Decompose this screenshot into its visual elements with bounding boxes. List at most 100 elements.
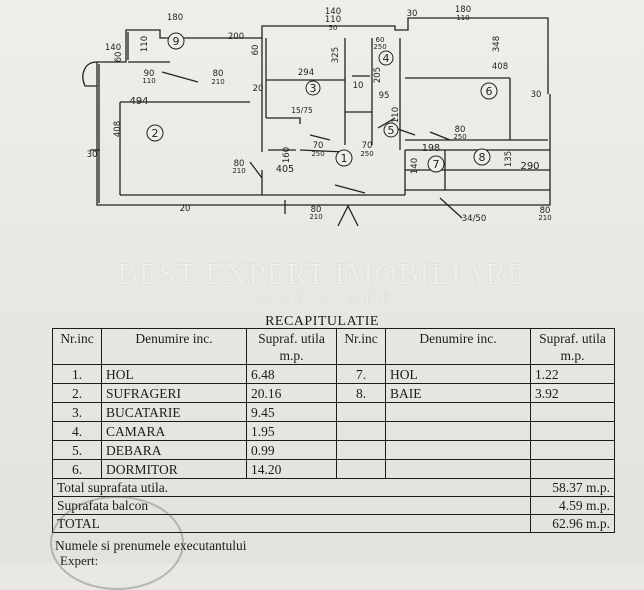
dimension-label: 110 — [325, 15, 341, 25]
table-cell: HOL — [385, 364, 531, 384]
dimension-label: 210 — [309, 213, 322, 221]
dimension-label: 20 — [253, 84, 264, 94]
dimension-label: 30 — [407, 9, 418, 19]
table-cell — [530, 459, 615, 479]
dimension-label: 30 — [531, 90, 542, 100]
table-cell: BAIE — [385, 383, 531, 403]
header-cell: Nr.inc — [52, 328, 102, 365]
dimension-label: 250 — [453, 133, 466, 141]
room-marker — [146, 124, 164, 142]
dimension-label: 90 — [144, 69, 155, 79]
total-value: 58.37 m.p. — [530, 478, 615, 497]
room-number: 8 — [479, 151, 486, 164]
dimension-label: 80 — [213, 69, 224, 79]
table-cell — [385, 459, 531, 479]
table-cell: SUFRAGERI — [101, 383, 247, 403]
dimension-label: 210 — [211, 78, 224, 86]
dimension-label: 60 — [376, 36, 385, 44]
room-number: 5 — [388, 124, 395, 137]
header-cell: Supraf. utila m.p. — [530, 328, 615, 365]
dimension-label: 30 — [87, 150, 98, 160]
table-cell: 3.92 — [530, 383, 615, 403]
dimension-label: 135 — [504, 151, 514, 167]
recap-table: Nr.inc Denumire inc. Supraf. utila m.p. … — [52, 328, 615, 533]
total-value: 62.96 m.p. — [530, 514, 615, 533]
table-cell: 5. — [52, 440, 102, 460]
dimension-label: 494 — [129, 96, 148, 107]
dimension-label: 60 — [251, 45, 261, 56]
dimension-label: 95 — [379, 91, 390, 101]
header-cell: Denumire inc. — [385, 328, 531, 365]
dimension-label: 140 — [105, 43, 121, 53]
table-cell: 1. — [52, 364, 102, 384]
table-cell: 0.99 — [246, 440, 337, 460]
dimension-label: 180 — [167, 13, 183, 23]
recap-title: RECAPITULATIE — [265, 314, 379, 329]
table-cell: 6. — [52, 459, 102, 479]
dimension-label: 250 — [373, 43, 386, 51]
room-marker — [383, 122, 399, 138]
header-cell: Supraf. utila m.p. — [246, 328, 337, 365]
table-cell: CAMARA — [101, 421, 247, 441]
dimension-label: 10 — [353, 81, 364, 91]
table-header-row: Nr.inc Denumire inc. Supraf. utila m.p. … — [52, 328, 615, 365]
dimension-label: 205 — [373, 67, 383, 83]
dimension-label: 80 — [234, 159, 245, 169]
dimension-label: 140 — [325, 7, 341, 17]
room-number: 2 — [152, 127, 159, 140]
dimension-label: 200 — [228, 32, 244, 42]
dimension-label: 325 — [331, 47, 341, 63]
table-cell — [530, 402, 615, 422]
dimension-label: 50 — [329, 24, 338, 32]
dimension-label: 110 — [140, 36, 150, 52]
dimension-label: 110 — [391, 107, 401, 123]
table-cell — [530, 440, 615, 460]
dimension-label: 70 — [313, 141, 324, 151]
room-marker — [335, 149, 353, 167]
room-marker — [305, 80, 321, 96]
rounded-corner — [82, 61, 98, 87]
room-marker — [427, 155, 445, 173]
dimension-label: 70 — [362, 141, 373, 151]
dimension-label: 250 — [311, 150, 324, 158]
room-number: 7 — [433, 158, 440, 171]
room-marker — [167, 32, 185, 50]
dimension-label: 20 — [180, 204, 191, 214]
dimension-label: 160 — [282, 147, 292, 163]
table-cell: DORMITOR — [101, 459, 247, 479]
dimension-label: 80 — [540, 206, 551, 216]
dimension-label: 294 — [298, 68, 314, 78]
table-cell: 8. — [336, 383, 386, 403]
outer-wall — [96, 62, 551, 206]
table-cell — [336, 459, 386, 479]
dimension-label: 290 — [520, 161, 539, 172]
dimension-label: 80 — [455, 125, 466, 135]
room-number: 4 — [383, 52, 390, 65]
room-number: 9 — [173, 35, 180, 48]
dimension-label: 198 — [422, 143, 440, 154]
room-marker — [480, 82, 498, 100]
table-cell: DEBARA — [101, 440, 247, 460]
table-cell: 14.20 — [246, 459, 337, 479]
dimension-label: 110 — [142, 77, 155, 85]
table-cell: 1.22 — [530, 364, 615, 384]
stamp-seal — [50, 496, 184, 590]
total-row: Total suprafata utila.58.37 m.p. — [52, 478, 615, 497]
table-cell: HOL — [101, 364, 247, 384]
table-cell: 2. — [52, 383, 102, 403]
total-value: 4.59 m.p. — [530, 496, 615, 515]
table-cell — [530, 421, 615, 441]
table-cell: 7. — [336, 364, 386, 384]
dimension-label: 140 — [410, 158, 420, 174]
dimension-label: 250 — [360, 150, 373, 158]
dimension-label: 110 — [456, 14, 469, 22]
header-cell: Denumire inc. — [101, 328, 247, 365]
dimension-label: 348 — [492, 36, 502, 52]
room-number: 6 — [486, 85, 493, 98]
table-cell: 9.45 — [246, 402, 337, 422]
